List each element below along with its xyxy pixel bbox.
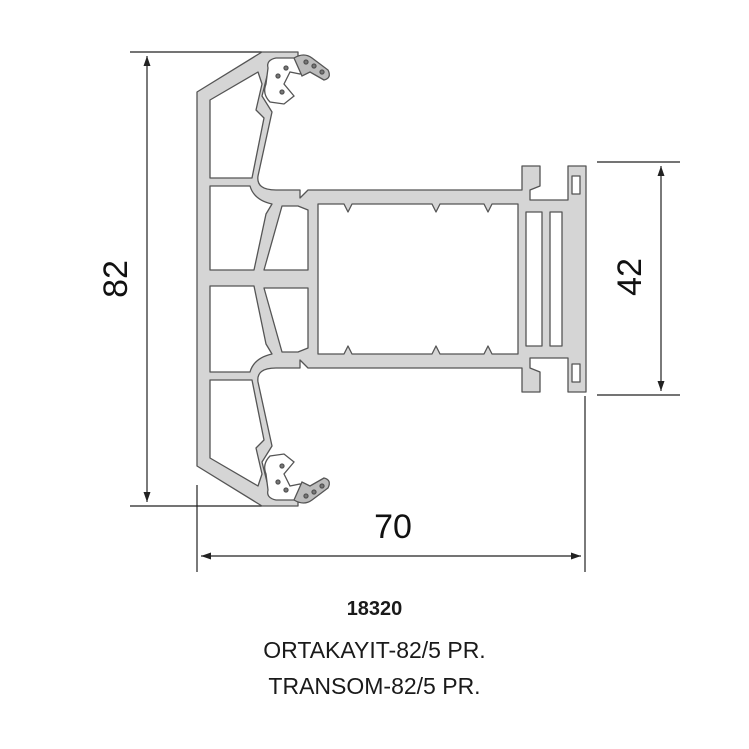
dimension-height-82 xyxy=(130,51,262,507)
chamber-v-upper xyxy=(263,205,309,271)
dimension-label-height: 82 xyxy=(97,260,135,298)
chamber-right-lip-top xyxy=(571,175,581,195)
dimension-core-42 xyxy=(597,161,680,396)
chamber-top-left xyxy=(209,71,265,179)
dimension-label-core-height: 42 xyxy=(611,258,649,296)
dimension-label-width: 70 xyxy=(374,508,412,546)
gasket-bottom xyxy=(264,453,330,504)
chamber-right-mid xyxy=(549,211,563,347)
profile-name-turkish: ORTAKAYIT-82/5 PR. xyxy=(263,637,486,663)
chamber-bottom-left xyxy=(209,379,265,487)
gasket-top xyxy=(264,54,330,105)
profile-code: 18320 xyxy=(346,598,403,620)
chamber-upper-left xyxy=(209,185,273,271)
chamber-main xyxy=(317,203,519,355)
chamber-right-lip-bottom xyxy=(571,363,581,383)
chamber-lower-left xyxy=(209,285,273,373)
dimension-width-70 xyxy=(196,396,586,572)
chamber-v-lower xyxy=(263,287,309,353)
chamber-right-inner xyxy=(525,211,543,347)
profile-name-english: TRANSOM-82/5 PR. xyxy=(268,673,481,699)
profile-cross-section xyxy=(196,51,587,507)
